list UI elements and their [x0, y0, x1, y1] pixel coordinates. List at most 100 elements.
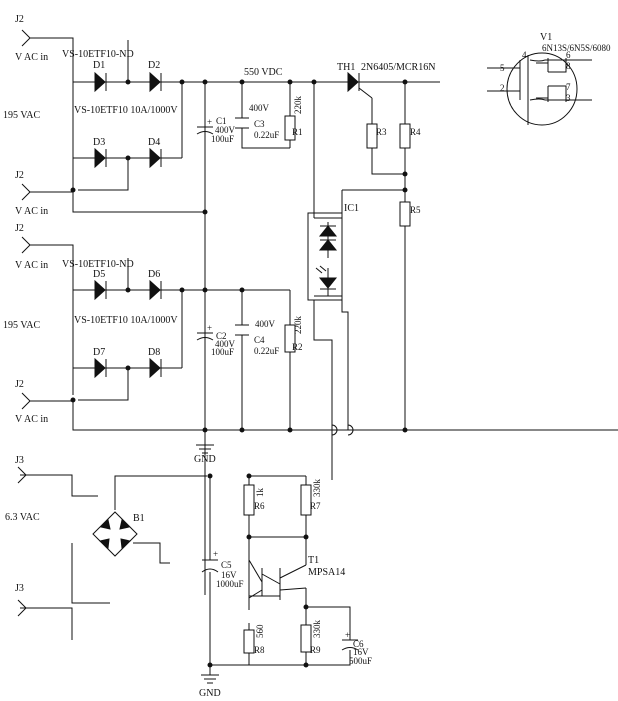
diode-d7	[94, 357, 107, 379]
r7-ref: R7	[310, 501, 321, 511]
r5-ref: R5	[410, 205, 421, 215]
j2-b-label: J2	[15, 170, 24, 181]
th1-ref: TH1	[337, 62, 355, 73]
r6-value: 1k	[255, 488, 265, 498]
resistor-r5	[399, 201, 411, 227]
j2-a-label: J2	[15, 14, 24, 25]
bridge-upper-rating: VS-10ETF10 10A/1000V	[74, 105, 178, 116]
t1-part: MPSA14	[308, 567, 345, 578]
c5-plus: +	[213, 549, 218, 559]
c6-voltage: 16V	[353, 647, 369, 657]
resistor-r4	[399, 123, 411, 149]
j2-d-marker	[21, 392, 31, 410]
c2-ref: C2	[216, 331, 227, 341]
j2-c-marker	[21, 236, 31, 254]
bridge-lower-part: VS-10ETF10-ND	[62, 259, 134, 270]
diode-d5	[94, 279, 107, 301]
v1-pin-8: 8	[566, 61, 571, 71]
capacitor-c4	[235, 324, 249, 336]
lower-ac-label: 195 VAC	[3, 320, 40, 331]
t1-ref: T1	[308, 555, 319, 566]
v1-pin-6: 6	[566, 50, 571, 60]
diode-d2	[149, 71, 162, 93]
c6-ref: C6	[353, 639, 364, 649]
v1-pin-3: 3	[566, 93, 571, 103]
j3-a-marker	[17, 466, 27, 484]
ic1-ref: IC1	[344, 203, 359, 214]
diode-d8	[149, 357, 162, 379]
heater-ac-label: 6.3 VAC	[5, 512, 40, 523]
capacitor-c5	[201, 559, 219, 573]
j2-c-sublabel: V AC in	[15, 260, 48, 271]
r3-ref: R3	[376, 127, 387, 137]
tube-v1	[487, 52, 592, 126]
resistor-r3	[366, 123, 378, 149]
thyristor-th1	[347, 71, 373, 99]
resistor-r7	[300, 484, 312, 516]
j2-b-sublabel: V AC in	[15, 206, 48, 217]
diode-d3	[94, 147, 107, 169]
c4-value: 0.22uF	[254, 346, 279, 356]
v1-pin-7: 7	[566, 82, 571, 92]
resistor-r9	[300, 624, 312, 653]
c5-ref: C5	[221, 560, 232, 570]
diode-d6	[149, 279, 162, 301]
bridge-upper-part: VS-10ETF10-ND	[62, 49, 134, 60]
upper-ac-label: 195 VAC	[3, 110, 40, 121]
c3-voltage: 400V	[249, 103, 270, 113]
v1-part: 6N13S/6N5S/6080	[542, 43, 611, 53]
labels: J2 V AC in J2 V AC in J2 V AC in J2 V AC…	[3, 14, 611, 699]
c1-value: 100uF	[211, 134, 234, 144]
c6-plus: +	[345, 630, 350, 640]
r1-ref: R1	[292, 127, 303, 137]
resistor-r6	[243, 484, 255, 516]
d4-label: D4	[148, 137, 160, 148]
d6-label: D6	[148, 269, 160, 280]
j2-d-sublabel: V AC in	[15, 414, 48, 425]
th1-part: 2N6405/MCR16N	[361, 62, 435, 73]
c6-value: 500uF	[349, 656, 372, 666]
capacitor-c6	[341, 639, 359, 651]
c4-ref: C4	[254, 335, 265, 345]
d5-label: D5	[93, 269, 105, 280]
v1-pin-2: 2	[500, 83, 505, 93]
v1-pin-4: 4	[522, 50, 527, 60]
bridge-lower-rating: VS-10ETF10 10A/1000V	[74, 315, 178, 326]
j2-d-label: J2	[15, 379, 24, 390]
c1-plus: +	[207, 117, 212, 127]
c1-ref: C1	[216, 116, 227, 126]
r9-ref: R9	[310, 645, 321, 655]
gnd-lower-label: GND	[199, 688, 221, 699]
gnd-symbol-upper	[196, 444, 214, 454]
c2-plus: +	[207, 323, 212, 333]
r7-value: 330k	[312, 479, 322, 498]
d2-label: D2	[148, 60, 160, 71]
c1-voltage: 400V	[215, 125, 236, 135]
transistor-t1	[248, 559, 307, 600]
gnd-upper-label: GND	[194, 454, 216, 465]
c5-value: 1000uF	[216, 579, 244, 589]
j2-a-sublabel: V AC in	[15, 52, 48, 63]
c5-voltage: 16V	[221, 570, 237, 580]
c2-voltage: 400V	[215, 339, 236, 349]
d1-label: D1	[93, 60, 105, 71]
r2-value: 220k	[293, 316, 303, 335]
j2-c-label: J2	[15, 223, 24, 234]
b1-ref: B1	[133, 513, 145, 524]
gnd-symbol-lower	[201, 674, 219, 684]
capacitor-c3	[235, 117, 249, 129]
r9-value: 330k	[312, 620, 322, 639]
d7-label: D7	[93, 347, 105, 358]
c2-value: 100uF	[211, 347, 234, 357]
d3-label: D3	[93, 137, 105, 148]
r1-value: 220k	[293, 96, 303, 115]
j2-a-marker	[21, 29, 31, 47]
j3-a-label: J3	[15, 455, 24, 466]
c4-voltage: 400V	[255, 319, 276, 329]
r4-ref: R4	[410, 127, 421, 137]
connector-markers	[17, 29, 74, 617]
bridge-b1	[92, 511, 138, 557]
r8-value: 560	[255, 624, 265, 638]
j3-b-label: J3	[15, 583, 24, 594]
